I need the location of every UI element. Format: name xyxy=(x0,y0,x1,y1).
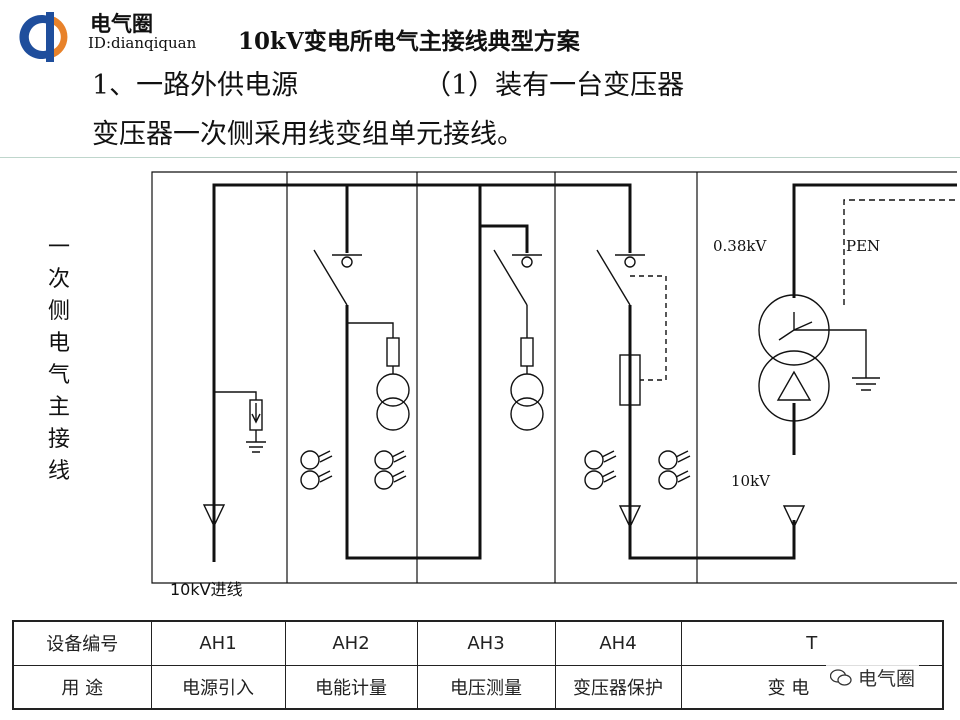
table-cell: AH1 xyxy=(150,620,286,666)
watermark-text: 电气圈 xyxy=(858,668,916,690)
table-row: 设备编号 AH1 AH2 AH3 AH4 T xyxy=(12,620,944,666)
delta-symbol xyxy=(776,370,812,401)
table-cell: T xyxy=(680,620,944,666)
separator xyxy=(0,157,960,158)
ah1-ground xyxy=(246,430,266,453)
ah4-trip-link xyxy=(630,275,667,381)
ah2-ct-a xyxy=(300,450,320,470)
watermark: 电气圈 xyxy=(826,664,920,691)
table-cell: 电能计量 xyxy=(284,664,418,710)
incoming-label: 10kV进线 xyxy=(170,580,243,599)
logo-name: 电气圈 xyxy=(90,12,153,36)
table-cell: AH4 xyxy=(554,620,682,666)
ah3-pt-1 xyxy=(510,373,544,407)
subtitle-right: （1）装有一台变压器 xyxy=(424,70,685,101)
subtitle-left: 1、一路外供电源 xyxy=(92,70,299,101)
ah3-fuse xyxy=(520,337,534,367)
wechat-icon xyxy=(829,669,852,686)
table-cell: AH2 xyxy=(284,620,418,666)
table-cell: AH3 xyxy=(416,620,556,666)
ah4-ct-a xyxy=(584,450,604,470)
wiring-diagram xyxy=(151,171,957,584)
logo-icon xyxy=(19,12,68,62)
ah4-ct-b xyxy=(658,450,678,470)
description: 变压器一次侧采用线变组单元接线。 xyxy=(92,119,524,150)
neutral-ground xyxy=(794,329,880,391)
star-symbol xyxy=(778,312,813,341)
ah4-lower xyxy=(628,305,796,560)
ah4-feed xyxy=(480,183,632,253)
transformer-hv-winding xyxy=(758,350,830,422)
low-voltage-label: 0.38kV xyxy=(713,237,767,255)
logo-id: ID:dianqiquan xyxy=(88,34,197,52)
pen-label: PEN xyxy=(846,237,881,255)
ah2-disconnector xyxy=(313,249,348,306)
ah2-fuse xyxy=(386,337,400,367)
ah4-load-switch xyxy=(596,249,631,306)
page-title: 10kV变电所电气主接线典型方案 xyxy=(238,28,580,55)
table-cell: 电源引入 xyxy=(150,664,286,710)
transformer-lv-line xyxy=(792,183,957,298)
row-header: 用 途 xyxy=(12,664,152,710)
equipment-table: 设备编号 AH1 AH2 AH3 AH4 T 用 途 电源引入 电能计量 电压测… xyxy=(12,620,944,710)
t-cable-head xyxy=(782,505,806,529)
ah4-cable-head xyxy=(618,505,642,529)
ah2-lower xyxy=(345,185,482,560)
ah2-ct-b xyxy=(374,450,394,470)
ah3-pt-2 xyxy=(510,397,544,431)
ah1-cable-head xyxy=(202,504,226,528)
ah2-pt-2 xyxy=(376,397,410,431)
table-cell: 变压器保护 xyxy=(554,664,682,710)
pen-line xyxy=(843,199,957,305)
ah1-branch xyxy=(214,391,257,400)
table-row: 用 途 电源引入 电能计量 电压测量 变压器保护 变 电 xyxy=(12,664,944,710)
high-voltage-label: 10kV xyxy=(731,472,771,490)
table-cell: 电压测量 xyxy=(416,664,556,710)
ah3-disconnector xyxy=(493,249,528,306)
ah2-pt-1 xyxy=(376,373,410,407)
side-label: 一次侧电气主接线 xyxy=(47,235,70,484)
row-header: 设备编号 xyxy=(12,620,152,666)
